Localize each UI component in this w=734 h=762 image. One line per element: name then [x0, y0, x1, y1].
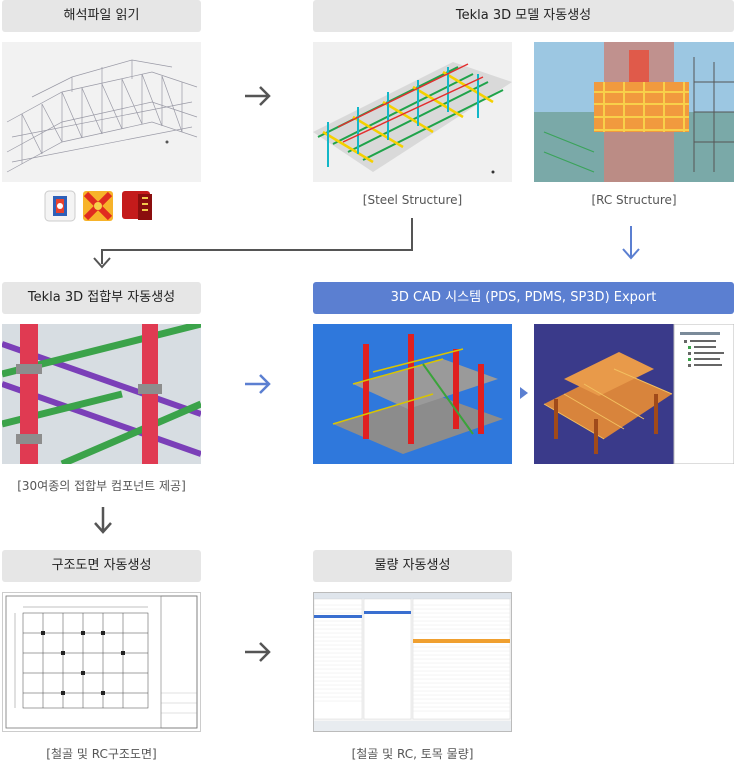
drawing-sheet-image — [2, 592, 201, 732]
arrow-down-blue-icon — [620, 224, 642, 262]
analysis-app-icon-1 — [44, 190, 76, 222]
cad-export-image-1 — [313, 324, 512, 464]
analysis-wireframe-image — [2, 42, 201, 182]
drawings-caption: [철골 및 RC구조도면] — [46, 747, 157, 761]
arrow-down-icon — [91, 505, 115, 535]
arrow-right-blue-icon — [243, 372, 273, 396]
elbow-arrow-down-icon — [85, 212, 425, 272]
steel-structure-image — [313, 42, 512, 182]
rc-structure-caption: [RC Structure] — [591, 193, 677, 207]
analysis-app-icon-2 — [82, 190, 114, 222]
quantity-caption: [철골 및 RC, 토목 물량] — [351, 747, 474, 761]
arrow-right-icon-2 — [243, 640, 273, 664]
quantity-table-image — [313, 592, 512, 732]
step-cad-export-header: 3D CAD 시스템 (PDS, PDMS, SP3D) Export — [313, 282, 734, 314]
steel-structure-caption: [Steel Structure] — [362, 193, 463, 207]
cad-export-image-2 — [534, 324, 734, 464]
analysis-app-icon-3 — [120, 188, 154, 222]
triangle-right-icon — [519, 386, 529, 400]
connection-image — [2, 324, 201, 464]
step-tekla-connection-header: Tekla 3D 접합부 자동생성 — [2, 282, 201, 314]
step-tekla-model-header: Tekla 3D 모델 자동생성 — [313, 0, 734, 32]
arrow-right-icon — [243, 84, 273, 108]
step-quantity-header: 물량 자동생성 — [313, 550, 512, 582]
rc-structure-image — [534, 42, 734, 182]
connection-components-caption: [30여종의 접합부 컴포넌트 제공] — [17, 479, 186, 493]
step-read-analysis-header: 해석파일 읽기 — [2, 0, 201, 32]
step-drawings-header: 구조도면 자동생성 — [2, 550, 201, 582]
